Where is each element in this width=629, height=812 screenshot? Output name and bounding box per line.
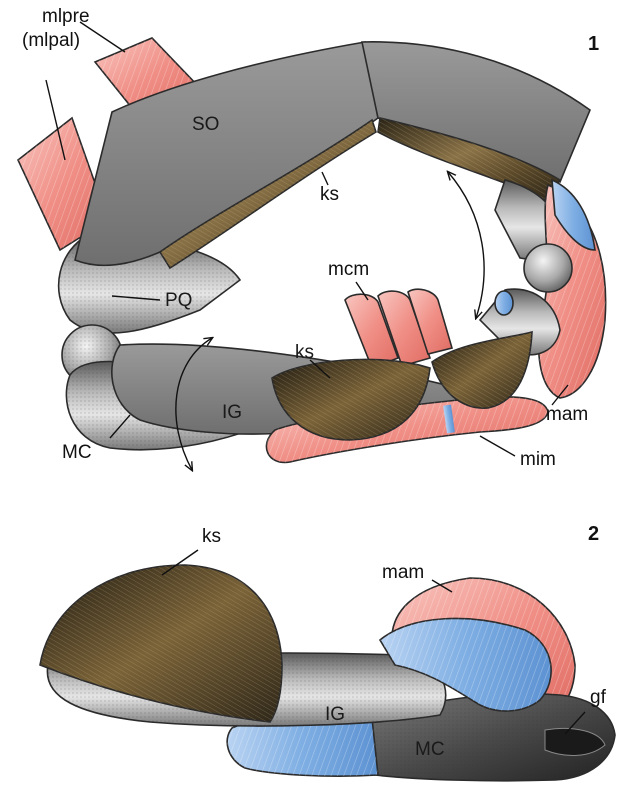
mim-leader <box>480 436 515 456</box>
label-mlpal: (mlpal) <box>22 30 80 51</box>
label-mam-2: mam <box>382 562 424 583</box>
label-mc-2: MC <box>415 739 445 760</box>
rotation-arrow-right <box>448 172 484 318</box>
label-mcm: mcm <box>328 259 369 280</box>
label-ig: IG <box>222 402 242 423</box>
label-gf-2: gf <box>590 687 607 708</box>
label-ks-lower: ks <box>295 342 314 363</box>
panel-2: ks mam IG MC gf 2 <box>40 523 615 781</box>
small-tendon <box>495 291 513 315</box>
label-so: SO <box>192 114 219 135</box>
panel-1: mlpre (mlpal) SO ks mcm PQ ks IG MC mam … <box>18 6 606 470</box>
label-mam: mam <box>546 404 588 425</box>
right-joint <box>524 244 572 292</box>
panel-number-1: 1 <box>588 33 599 55</box>
label-mc: MC <box>62 442 92 463</box>
label-pq: PQ <box>165 290 192 311</box>
panel-number-2: 2 <box>588 523 599 545</box>
label-mlpre: mlpre <box>42 6 90 27</box>
label-ig-2: IG <box>325 704 345 725</box>
label-ks-2: ks <box>202 526 221 547</box>
label-ks-upper: ks <box>320 184 339 205</box>
label-mim: mim <box>520 449 556 470</box>
mcm-muscle <box>345 289 452 368</box>
